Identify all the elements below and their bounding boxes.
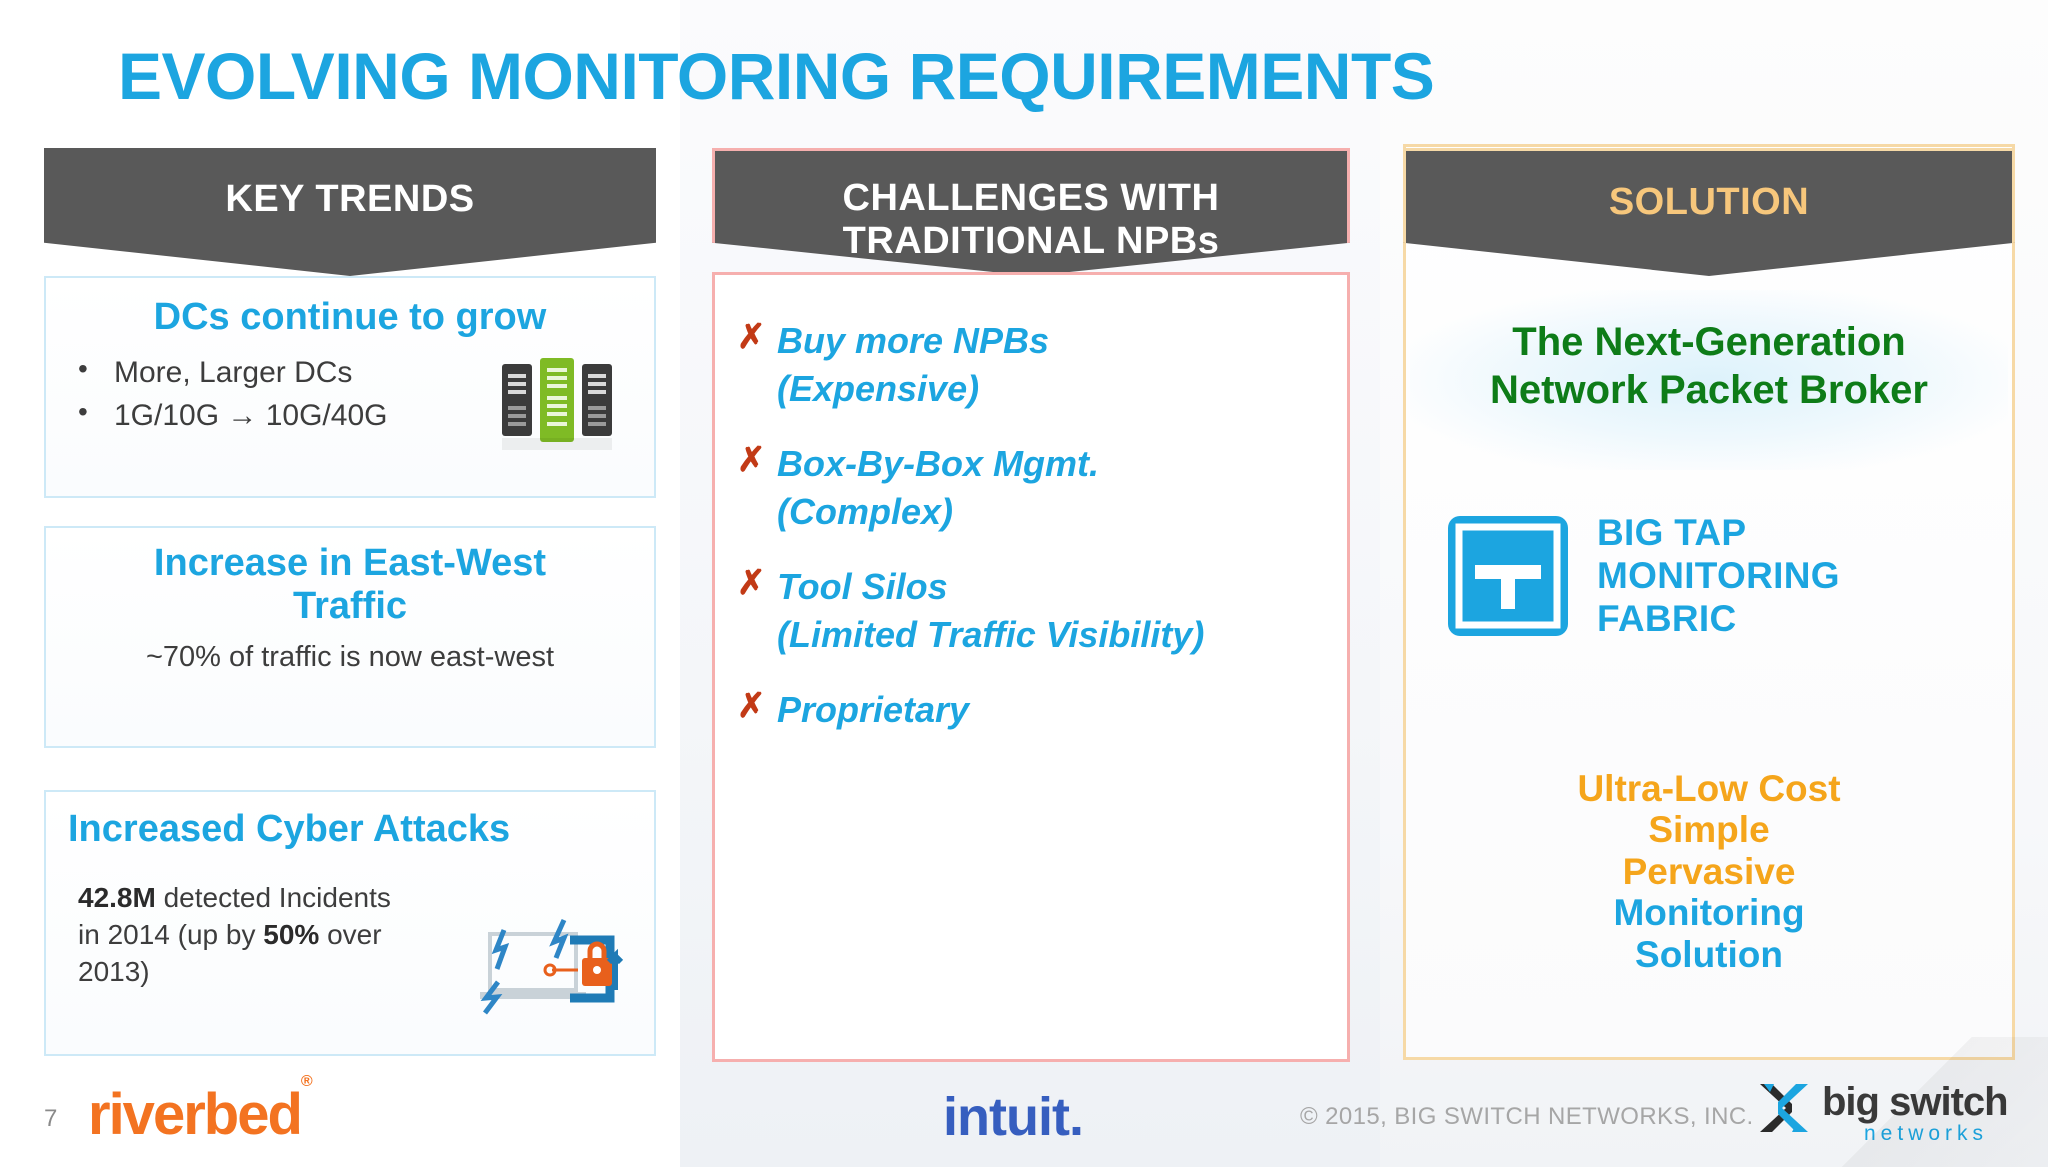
key-trends-banner: KEY TRENDS [44, 148, 656, 276]
challenge-item-line2: (Limited Traffic Visibility) [777, 613, 1205, 655]
benefit-item: Pervasive [1622, 850, 1796, 892]
trend-card-east-west-heading-line1: Increase in East-West [153, 542, 547, 584]
server-rack-icon [502, 358, 612, 450]
trend-card-dcs-heading: DCs continue to grow [153, 296, 547, 338]
bigswitch-sub-wordmark: networks [1864, 1122, 1989, 1145]
cyber-stat-value: 42.8M [78, 881, 156, 913]
challenge-item-line2: (Expensive) [777, 367, 980, 409]
list-item: ✗ Buy more NPBs (Expensive) [715, 317, 1347, 412]
big-tap-product: BIG TAP MONITORING FABRIC [1445, 512, 2005, 641]
intuit-logo-text: intuit [943, 1087, 1070, 1147]
challenge-item-line1: Buy more NPBs [777, 320, 1050, 361]
cross-icon: ✗ [737, 318, 766, 356]
challenges-banner-line2: TRADITIONAL NPBs [842, 219, 1220, 262]
cyber-attack-icon [480, 918, 624, 1015]
cross-icon: ✗ [737, 564, 766, 603]
challenges-banner-line1: CHALLENGES WITH [842, 177, 1220, 219]
bigswitch-logo: big switch networks [1752, 1078, 2022, 1152]
challenge-item-line1: Tool Silos [777, 566, 948, 608]
cyber-stat-text-1: detected Incidents in 2014 (up by [78, 881, 391, 950]
list-item: 1G/10G → 10G/40G [72, 392, 654, 438]
cross-icon: ✗ [737, 687, 766, 726]
big-tap-label: BIG TAP MONITORING FABRIC [1597, 512, 1840, 641]
challenges-column: CHALLENGES WITH TRADITIONAL NPBs [712, 148, 1350, 276]
slide-number: 7 [44, 1105, 58, 1132]
solution-column: SOLUTION [1403, 148, 2015, 276]
riverbed-logo: riverbed® [88, 1073, 313, 1148]
benefit-item: Ultra-Low Cost [1577, 768, 1841, 809]
riverbed-logo-text: riverbed [88, 1082, 303, 1147]
bigswitch-wordmark: big switch [1822, 1080, 2009, 1124]
big-tap-name-line3: FABRIC [1597, 597, 1737, 639]
solution-headline-line1: The Next-Generation [1512, 320, 1906, 364]
intuit-period-mark: . [1068, 1087, 1084, 1147]
trend-card-east-west-heading-line2: Traffic [292, 584, 408, 627]
big-tap-name-line2: MONITORING [1597, 554, 1840, 596]
cyber-stat-text-2: over 2013) [78, 918, 382, 988]
trend-card-dcs-bullets: More, Larger DCs 1G/10G → 10G/40G [72, 349, 654, 438]
solution-headline-line2: Network Packet Broker [1490, 368, 1928, 412]
riverbed-registered-mark: ® [300, 1072, 313, 1090]
page-title: EVOLVING MONITORING REQUIREMENTS [118, 39, 1435, 113]
challenge-item-line2: (Complex) [777, 490, 954, 532]
solution-banner: SOLUTION [1403, 148, 2015, 276]
cross-icon: ✗ [737, 441, 766, 480]
list-item: ✗ Tool Silos (Limited Traffic Visibility… [715, 563, 1347, 658]
benefit-item: Simple [1648, 809, 1770, 851]
challenges-list: ✗ Buy more NPBs (Expensive) ✗ Box-By-Box… [715, 275, 1347, 734]
big-tap-icon [1448, 516, 1568, 637]
benefit-item: Solution [1635, 933, 1783, 975]
challenges-list-box: ✗ Buy more NPBs (Expensive) ✗ Box-By-Box… [712, 272, 1350, 1062]
key-trends-banner-label: KEY TRENDS [225, 178, 475, 220]
solution-banner-label: SOLUTION [1608, 181, 1810, 223]
challenges-banner: CHALLENGES WITH TRADITIONAL NPBs [712, 148, 1350, 276]
challenges-banner-label: CHALLENGES WITH TRADITIONAL NPBs [843, 151, 1220, 262]
trend-card-east-west-note: ~70% of traffic is now east-west [145, 641, 555, 674]
list-item: ✗ Proprietary [715, 686, 1347, 734]
copyright-notice: © 2015, BIG SWITCH NETWORKS, INC. [1300, 1103, 1754, 1130]
key-trends-column: KEY TRENDS [44, 148, 656, 276]
list-item: ✗ Box-By-Box Mgmt. (Complex) [715, 440, 1347, 535]
solution-benefits: Ultra-Low Cost Simple Pervasive Monitori… [1403, 768, 2015, 975]
trend-card-cyber-stat: 42.8M detected Incidents in 2014 (up by … [78, 879, 408, 991]
trend-card-east-west: Increase in East-West Traffic ~70% of tr… [44, 526, 656, 748]
benefit-item: Monitoring [1613, 892, 1805, 934]
bigswitch-x-icon [1760, 1084, 1808, 1132]
challenge-item-line1: Box-By-Box Mgmt. [777, 443, 1099, 485]
list-item: More, Larger DCs [72, 349, 654, 395]
solution-glow [1410, 290, 2008, 470]
big-tap-name-line1: BIG TAP [1597, 512, 1747, 553]
cyber-stat-value-2: 50% [263, 918, 320, 950]
intuit-logo: intuit. [943, 1086, 1084, 1148]
challenge-item-line1: Proprietary [777, 689, 970, 731]
solution-headline: The Next-Generation Network Packet Broke… [1403, 318, 2015, 414]
trend-card-cyber-attacks: Increased Cyber Attacks 42.8M detected I… [44, 790, 656, 1056]
trend-card-cyber-heading: Increased Cyber Attacks [68, 808, 511, 850]
trend-card-dcs: DCs continue to grow More, Larger DCs 1G… [44, 276, 656, 498]
